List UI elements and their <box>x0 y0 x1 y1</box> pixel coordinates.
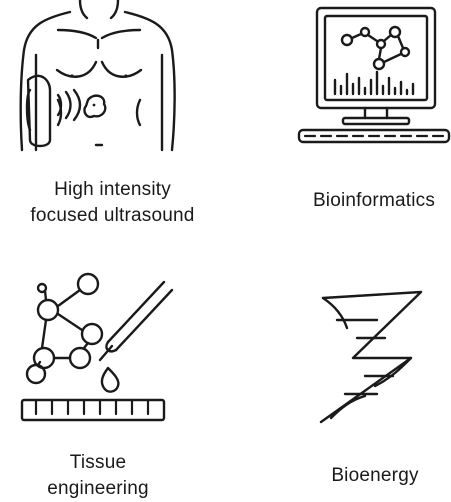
caption-hifu: High intensity focused ultrasound <box>0 177 225 229</box>
caption-line: engineering <box>47 478 149 499</box>
torso-ultrasound-icon <box>19 0 176 152</box>
caption-tissue: Tissue engineering <box>0 450 196 502</box>
caption-line: Bioinformatics <box>312 190 436 211</box>
caption-line: focused ultrasound <box>30 205 195 226</box>
computer-molecule-icon <box>297 6 451 144</box>
tile-hifu: High intensity focused ultrasound <box>0 0 225 250</box>
tile-tissue: Tissue engineering <box>0 250 225 500</box>
tile-bioenergy: Bioenergy <box>225 250 451 500</box>
caption-line: Bioenergy <box>331 465 419 486</box>
caption-line: Tissue <box>69 452 127 473</box>
caption-bioenergy: Bioenergy <box>299 463 451 489</box>
tile-bioinformatics: Bioinformatics <box>225 0 451 250</box>
dna-lightning-icon <box>319 290 423 424</box>
caption-bioinformatics: Bioinformatics <box>297 188 451 214</box>
caption-line: High intensity <box>54 179 171 200</box>
molecule-pipette-icon <box>20 272 174 422</box>
